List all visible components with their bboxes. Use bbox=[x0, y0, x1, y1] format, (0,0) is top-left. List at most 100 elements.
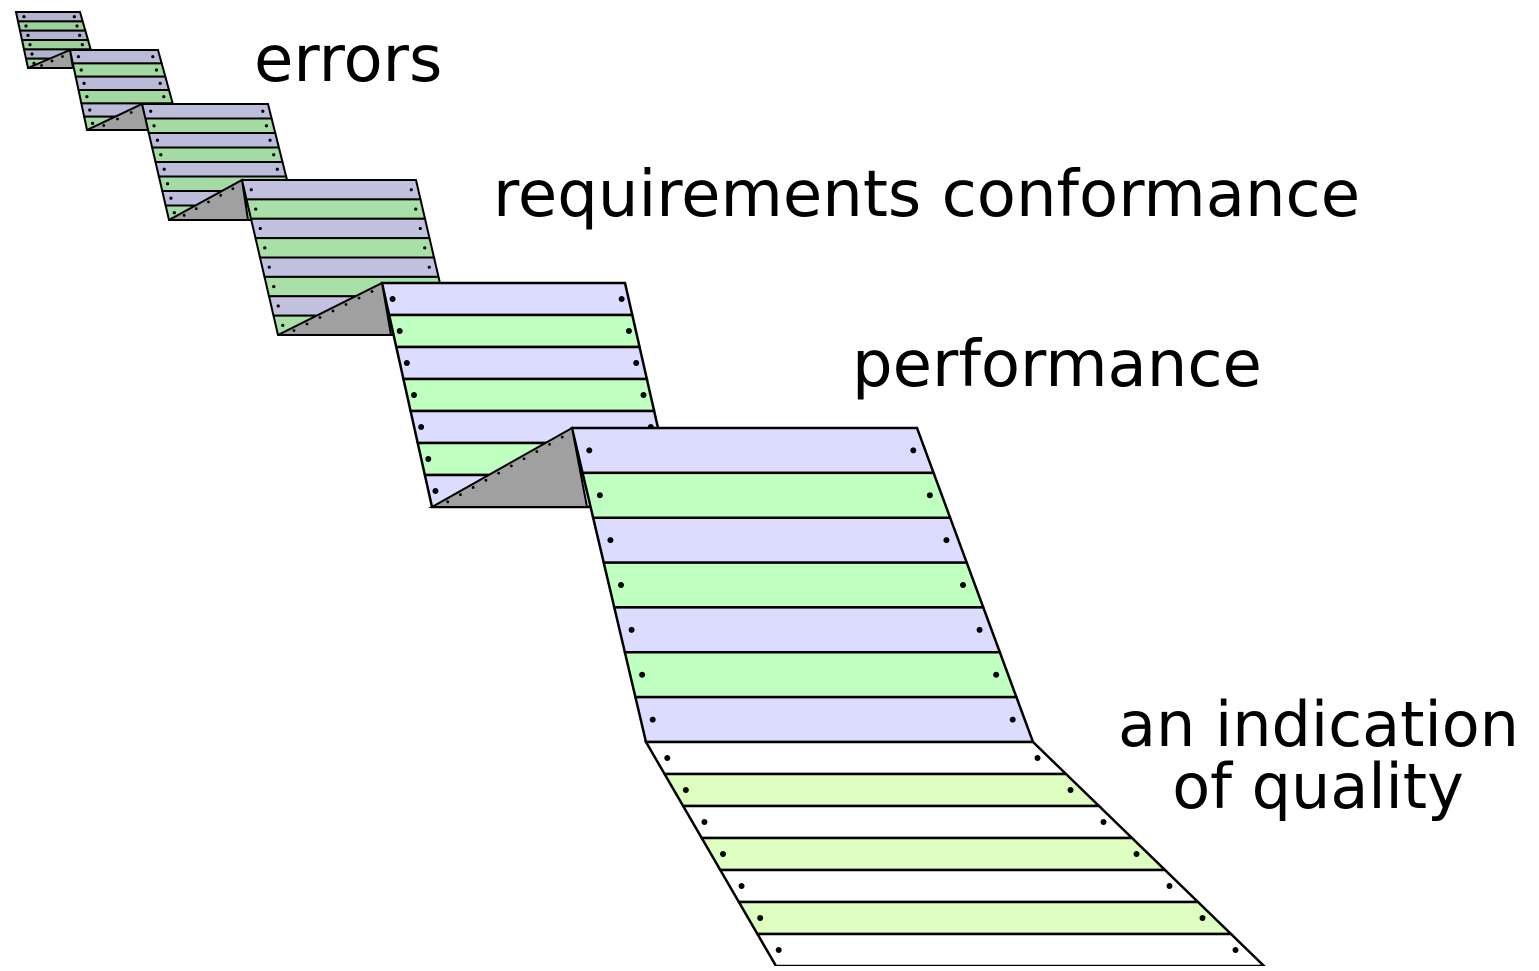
perforation-dot bbox=[1034, 755, 1041, 761]
sheet-6-row bbox=[633, 695, 1035, 744]
perforation-dot bbox=[82, 81, 86, 85]
fold-perforation-dot bbox=[560, 435, 564, 439]
perforation-dot bbox=[425, 456, 432, 462]
label-performance: performance bbox=[852, 328, 1262, 402]
perforation-dot bbox=[607, 537, 614, 544]
perforation-dot bbox=[78, 33, 82, 37]
perforation-dot bbox=[165, 182, 170, 186]
perforation-dot bbox=[85, 95, 89, 99]
perforation-dot bbox=[268, 138, 272, 142]
sheet-7-row bbox=[699, 836, 1169, 872]
perforation-dot bbox=[1100, 819, 1107, 825]
sheet-3-row bbox=[144, 117, 277, 134]
perforation-dot bbox=[403, 360, 410, 366]
fold-perforation-dot bbox=[446, 500, 450, 504]
perforation-dot bbox=[910, 447, 917, 454]
fold-perforation-dot bbox=[318, 316, 322, 319]
sheet-1-row bbox=[20, 39, 92, 51]
fold-perforation-dot bbox=[207, 200, 210, 204]
perforation-dot bbox=[22, 15, 26, 19]
perforation-dot bbox=[154, 68, 159, 72]
perforation-dot bbox=[432, 488, 439, 494]
perforation-dot bbox=[1199, 915, 1206, 921]
fold-perforation-dot bbox=[182, 213, 186, 217]
fold-perforation-dot bbox=[535, 450, 539, 453]
sheet-6-row bbox=[602, 561, 986, 609]
fold-perforation-dot bbox=[102, 124, 106, 127]
sheet-3-row bbox=[150, 146, 284, 163]
fold-shadow-4 bbox=[277, 281, 393, 336]
fold-perforation-dot bbox=[522, 457, 526, 461]
sheet-2-row bbox=[68, 49, 163, 65]
fold-perforation-dot bbox=[292, 329, 296, 332]
sheet-4-row bbox=[245, 198, 427, 220]
sheet-2-row bbox=[74, 75, 171, 91]
perforation-dot bbox=[162, 167, 166, 171]
sheet-1-row bbox=[14, 11, 84, 23]
perforation-dot bbox=[418, 424, 425, 430]
perforation-dot bbox=[151, 55, 155, 59]
fold-perforation-dot bbox=[305, 322, 309, 326]
sheet-6-row bbox=[591, 516, 969, 564]
perforation-dot bbox=[169, 196, 173, 200]
perforation-dot bbox=[152, 124, 156, 128]
perforation-dot bbox=[155, 138, 160, 142]
perforation-dot bbox=[90, 121, 95, 125]
fold-shadow-3 bbox=[168, 178, 250, 221]
sheet-5-row bbox=[401, 377, 656, 413]
perforation-dot bbox=[267, 265, 271, 269]
perforation-dot bbox=[639, 671, 646, 678]
label-requirements-conformance: requirements conformance bbox=[493, 158, 1361, 232]
perforation-dot bbox=[411, 392, 417, 398]
sheet-4-row bbox=[258, 256, 440, 278]
perforation-dot bbox=[664, 755, 671, 761]
perforation-dot bbox=[775, 947, 782, 953]
perforation-dot bbox=[701, 819, 708, 825]
fold-perforation-dot bbox=[509, 464, 513, 468]
sheet-3-row bbox=[154, 161, 288, 178]
sheet-4-row bbox=[254, 237, 436, 259]
perforation-dot bbox=[427, 265, 431, 269]
perforation-dot bbox=[75, 24, 79, 28]
fold-perforation-dot bbox=[548, 442, 551, 446]
perforation-dot bbox=[414, 207, 418, 211]
perforation-dot bbox=[80, 43, 84, 47]
perforation-dot bbox=[24, 24, 28, 28]
perforation-dot bbox=[396, 328, 403, 334]
sheet-6-row bbox=[623, 651, 1019, 699]
sheet-7-row bbox=[755, 932, 1268, 968]
perforation-dot bbox=[993, 671, 1000, 678]
label-quality-line-2: of quality bbox=[1172, 750, 1464, 823]
label-quality-line-1: an indication bbox=[1118, 688, 1519, 761]
sheet-2-row bbox=[71, 62, 167, 78]
label-errors: errors bbox=[254, 23, 443, 97]
sheet-7-row bbox=[736, 900, 1235, 936]
perforation-dot bbox=[30, 52, 34, 56]
perforation-dot bbox=[640, 392, 647, 398]
perforation-dot bbox=[757, 915, 764, 921]
sheet-1-row bbox=[18, 29, 90, 41]
fold-shadow-5 bbox=[428, 426, 589, 508]
perforation-dot bbox=[263, 246, 267, 250]
sheet-4-row bbox=[249, 217, 431, 240]
perforation-dot bbox=[596, 492, 603, 499]
perforation-dot bbox=[276, 304, 280, 308]
perforation-dot bbox=[389, 296, 396, 302]
perforation-dot bbox=[28, 43, 32, 47]
perforation-dot bbox=[423, 246, 427, 250]
sheet-5-row bbox=[394, 345, 649, 381]
perforation-dot bbox=[281, 323, 285, 327]
fold-perforation-dot bbox=[116, 117, 119, 121]
fold-perforation-dot bbox=[370, 290, 374, 293]
perforation-dot bbox=[682, 787, 689, 793]
perforation-dot bbox=[76, 55, 81, 59]
fold-perforation-dot bbox=[471, 486, 475, 489]
perforation-dot bbox=[1133, 851, 1140, 857]
perforation-dot bbox=[586, 447, 593, 454]
fold-perforation-dot bbox=[231, 187, 235, 191]
fold-perforation-dot bbox=[344, 303, 348, 306]
sheet-7-row bbox=[718, 868, 1202, 904]
perforation-dot bbox=[88, 108, 92, 112]
sheet-6-row bbox=[580, 471, 952, 519]
